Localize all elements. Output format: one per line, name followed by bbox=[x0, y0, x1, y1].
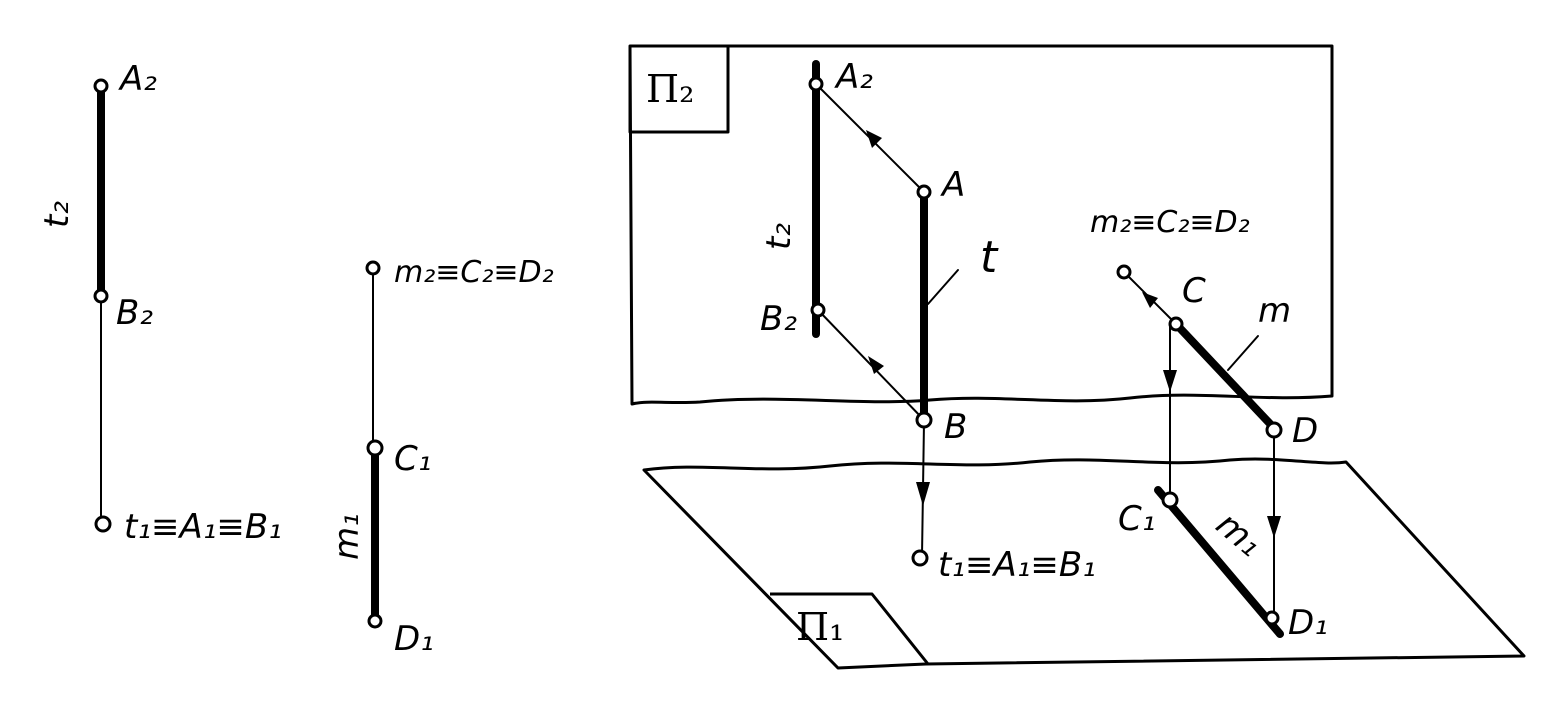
label-t2-spatial: t₂ bbox=[759, 223, 799, 250]
plane-p2-label-box bbox=[628, 46, 730, 134]
point-c1-spatial bbox=[1161, 491, 1179, 509]
spatial-model: П₂ П₁ A₂ A t t₂ B₂ B t₁≡A₁≡B₁ bbox=[628, 44, 1526, 670]
left-epure: A₂ B₂ t₂ t₁≡A₁≡B₁ m₂≡C₂≡D₂ C₁ D₁ m₁ bbox=[37, 59, 554, 659]
point-b2 bbox=[93, 288, 109, 304]
point-d bbox=[1265, 421, 1283, 439]
label-d1: D₁ bbox=[394, 619, 434, 659]
point-a2 bbox=[93, 78, 109, 94]
label-plane-p2: П₂ bbox=[646, 67, 694, 111]
label-a2: A₂ bbox=[118, 59, 157, 99]
point-c1 bbox=[366, 439, 384, 457]
leader-t bbox=[927, 269, 959, 305]
line-m1-projection bbox=[1154, 486, 1284, 638]
label-c1-spatial: C₁ bbox=[1118, 499, 1155, 539]
label-t1-a1-b1: t₁≡A₁≡B₁ bbox=[124, 507, 282, 547]
label-plane-p1: П₁ bbox=[796, 605, 844, 649]
label-t: t bbox=[980, 232, 999, 283]
arrow-c-to-c1 bbox=[1163, 370, 1177, 392]
label-a2-spatial: A₂ bbox=[834, 57, 873, 97]
point-t1-spatial bbox=[911, 549, 929, 567]
label-d: D bbox=[1292, 411, 1318, 451]
label-m: m bbox=[1258, 291, 1291, 331]
arrow-d-to-d1 bbox=[1267, 516, 1281, 538]
point-d1 bbox=[367, 613, 383, 629]
point-b2-spatial bbox=[810, 302, 826, 318]
plane-p2 bbox=[628, 44, 1334, 406]
label-b2-spatial: B₂ bbox=[760, 299, 797, 339]
arrow-b-to-t1 bbox=[916, 482, 930, 506]
leader-m bbox=[1227, 335, 1259, 371]
label-d1-spatial: D₁ bbox=[1288, 603, 1328, 643]
label-m2-c2-d2: m₂≡C₂≡D₂ bbox=[394, 255, 554, 290]
label-m2-c2-d2-spatial: m₂≡C₂≡D₂ bbox=[1090, 205, 1250, 240]
plane-p1-label-box bbox=[770, 592, 930, 665]
point-b bbox=[915, 411, 933, 429]
point-m2 bbox=[365, 260, 381, 276]
arrow-c-to-m2 bbox=[1142, 292, 1158, 308]
arrow-b-to-b2 bbox=[868, 356, 884, 374]
label-c1: C₁ bbox=[394, 439, 431, 479]
arrow-a-to-a2 bbox=[866, 130, 882, 148]
label-b: B bbox=[944, 407, 967, 447]
point-t1 bbox=[94, 515, 112, 533]
plane-p1 bbox=[642, 457, 1526, 670]
point-a2-spatial bbox=[808, 76, 824, 92]
label-t2: t₂ bbox=[37, 201, 77, 228]
point-a bbox=[916, 184, 932, 200]
label-t1-a1-b1-spatial: t₁≡A₁≡B₁ bbox=[938, 545, 1096, 585]
label-a: A bbox=[940, 165, 965, 205]
point-m2-spatial bbox=[1116, 264, 1132, 280]
label-m1: m₁ bbox=[327, 513, 367, 560]
label-c: C bbox=[1182, 271, 1206, 311]
point-c bbox=[1168, 316, 1184, 332]
point-d1-spatial bbox=[1264, 610, 1280, 626]
line-m-spatial bbox=[1172, 320, 1278, 432]
label-b2: B₂ bbox=[116, 293, 153, 333]
